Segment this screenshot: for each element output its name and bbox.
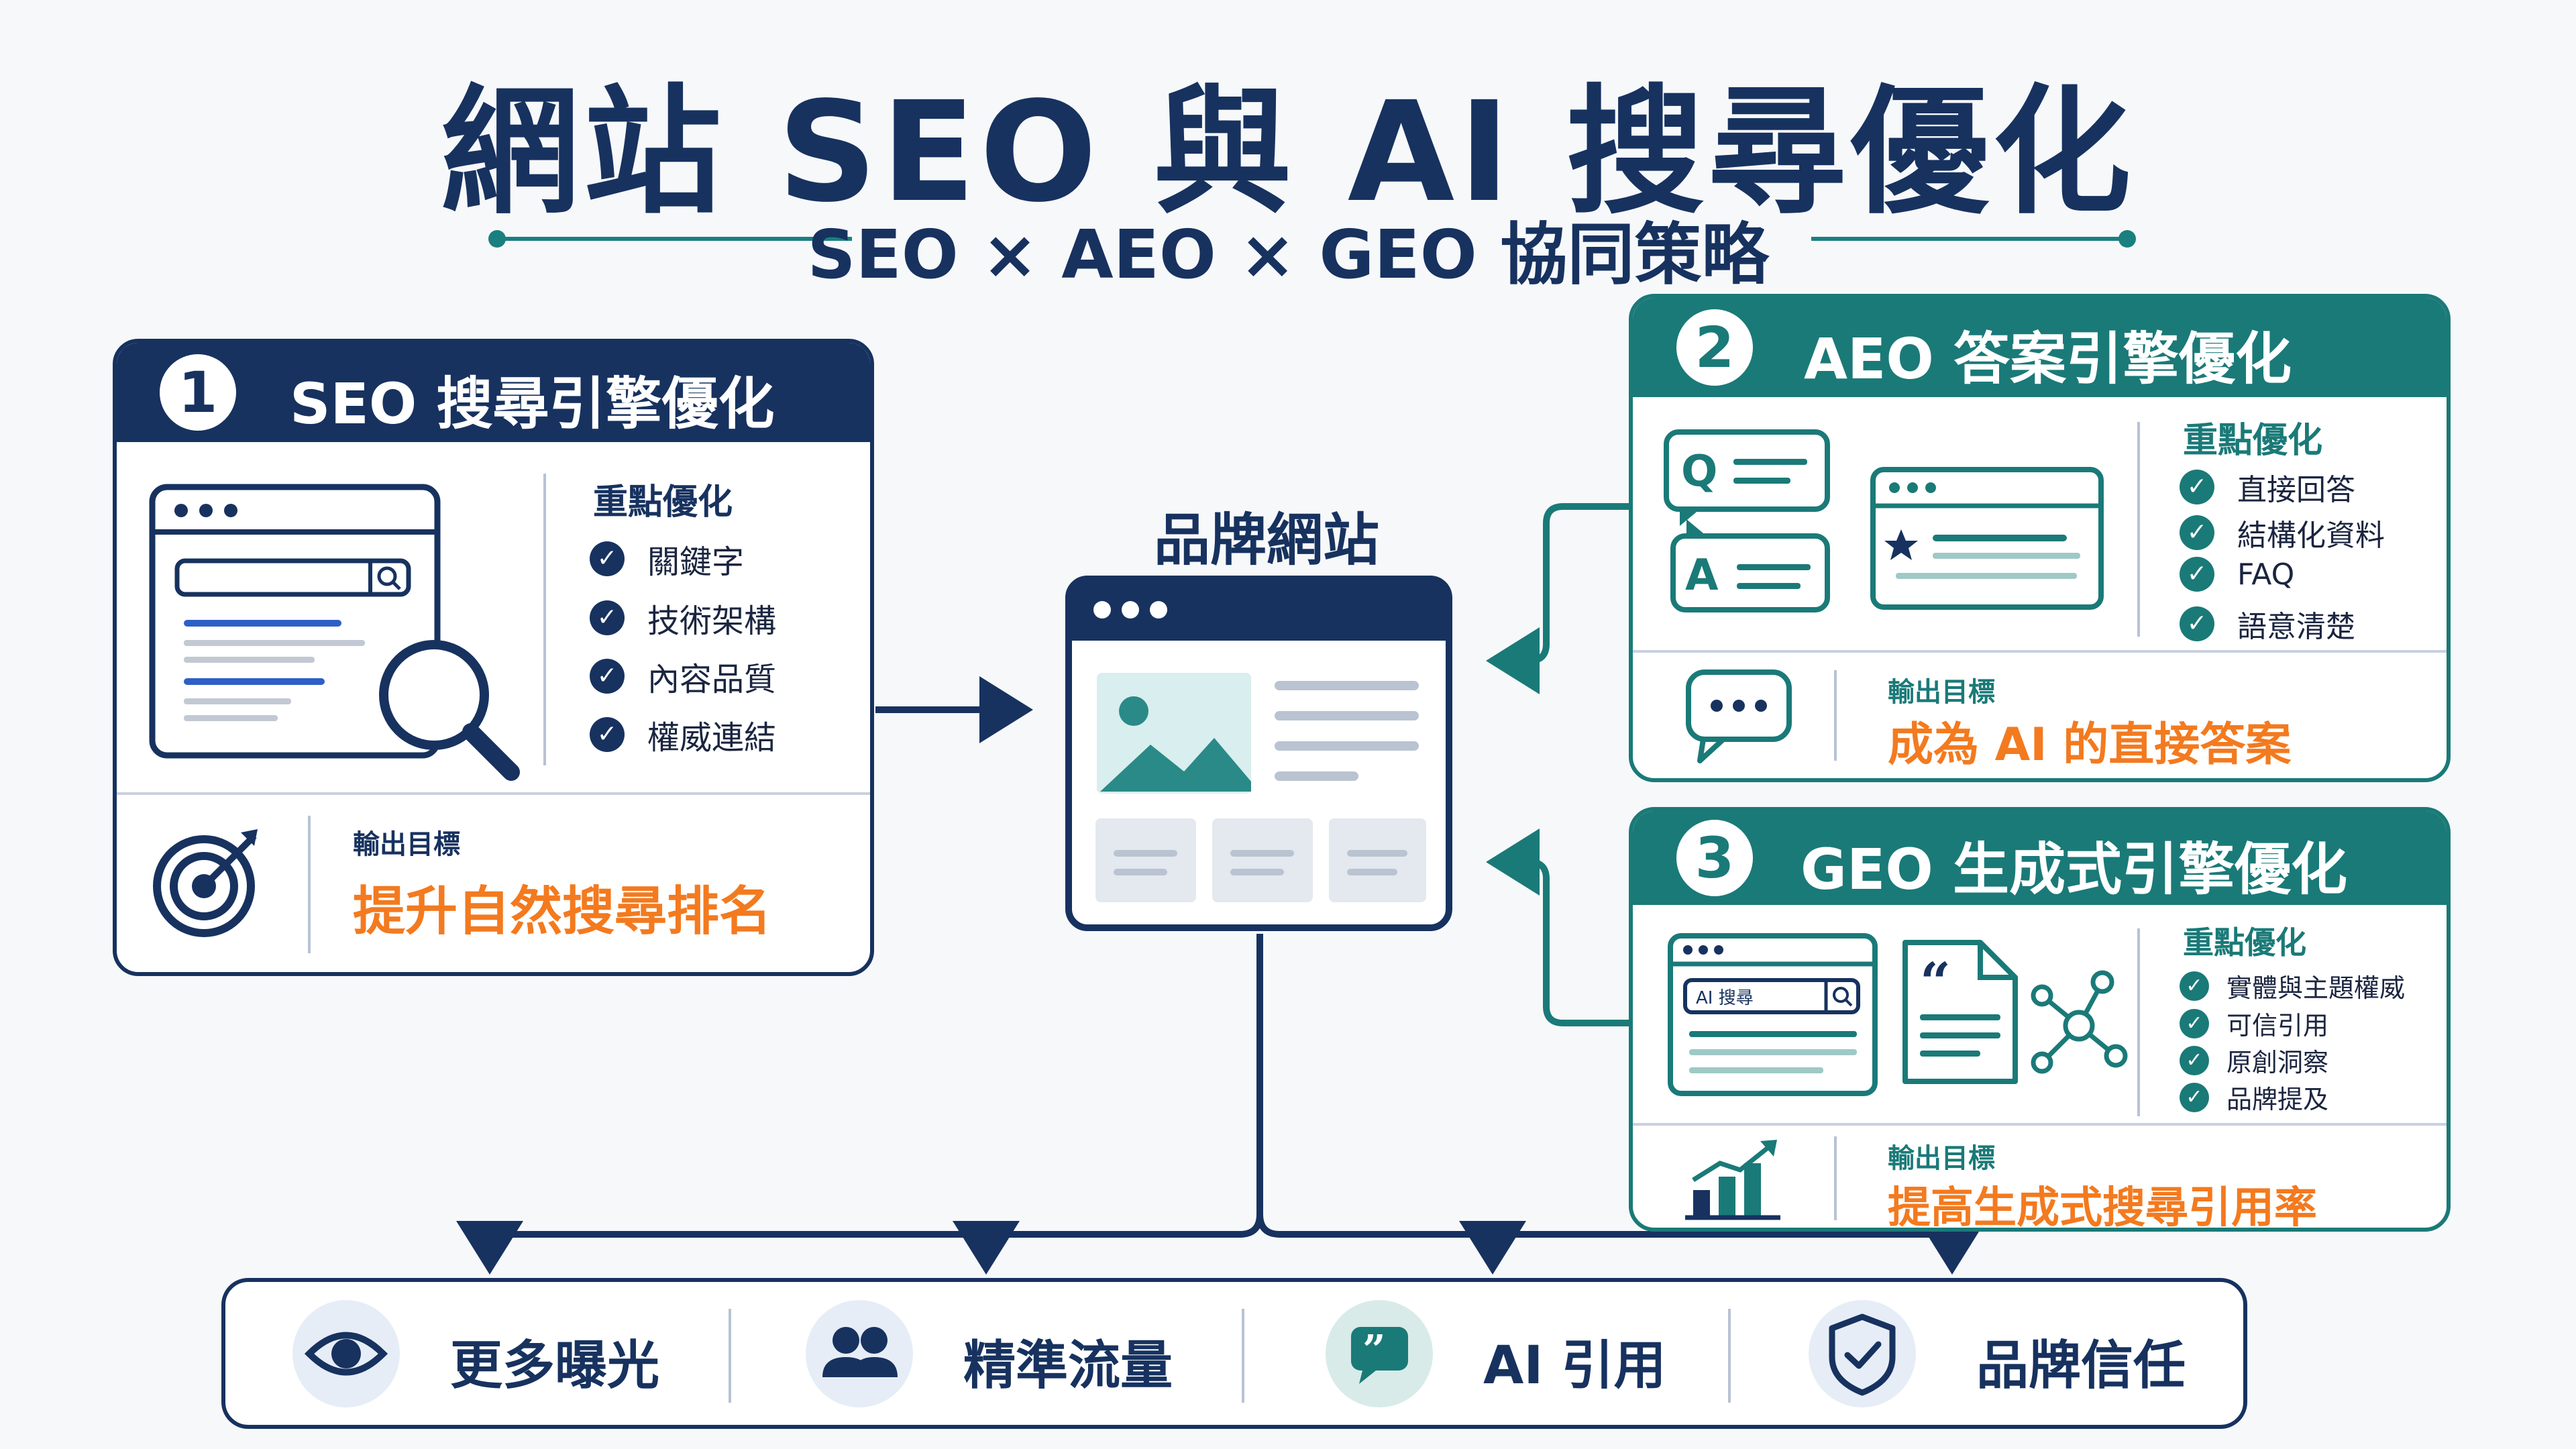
svg-text:”: ” (1362, 1327, 1386, 1374)
aeo-focus-title: 重點優化 (2183, 421, 2323, 461)
benefit-divider (729, 1309, 731, 1403)
seo-focus-title: 重點優化 (593, 482, 733, 523)
geo-step-number: 3 (1676, 820, 1753, 896)
check-icon: ✓ (2180, 1045, 2209, 1075)
seo-card: 1 SEO 搜尋引擎優化 重點優化 ✓關鍵字 ✓技術架構 ✓內容品質 ✓權威連結… (113, 339, 874, 976)
subtitle-left-line (496, 237, 852, 241)
seo-output-value: 提升自然搜尋排名 (353, 881, 772, 942)
seo-card-header: 1 SEO 搜尋引擎優化 (117, 343, 870, 442)
check-icon: ✓ (590, 659, 625, 694)
benefit-exposure-label: 更多曝光 (450, 1336, 660, 1396)
seo-focus-item: ✓內容品質 (590, 653, 776, 700)
geo-focus-item: ✓可信引用 (2180, 1005, 2328, 1042)
check-icon: ✓ (2180, 606, 2214, 641)
quote-chat-icon: ” (1326, 1300, 1433, 1407)
shield-check-icon (1809, 1300, 1916, 1407)
geo-output-label: 輸出目標 (1888, 1143, 1995, 1174)
svg-text:Q: Q (1681, 447, 1717, 496)
check-icon: ✓ (2180, 1082, 2209, 1112)
aeo-focus-item: ✓結構化資料 (2180, 511, 2385, 554)
geo-card-title: GEO 生成式引擎優化 (1801, 837, 2347, 902)
aeo-card: 2 AEO 答案引擎優化 Q A 重點優化 ✓直接回答 ✓結構化資料 ✓FAQ … (1629, 294, 2451, 782)
site-to-exposure-line (456, 934, 1263, 1275)
geo-focus-item: ✓品牌提及 (2180, 1079, 2328, 1116)
seo-focus-item: ✓權威連結 (590, 711, 776, 758)
check-icon: ✓ (590, 541, 625, 576)
aeo-step-number: 2 (1676, 309, 1753, 386)
users-icon (806, 1300, 913, 1407)
aeo-card-header: 2 AEO 答案引擎優化 (1633, 298, 2447, 397)
geo-divider (2137, 928, 2140, 1116)
svg-text:AI 搜尋: AI 搜尋 (1696, 988, 1754, 1008)
benefit-trust-label: 品牌信任 (1976, 1336, 2186, 1396)
growth-chart-icon (1685, 1140, 1780, 1220)
geo-card: 3 GEO 生成式引擎優化 AI 搜尋 “ 重點優化 ✓實體與主題權威 ✓可信引… (1629, 807, 2451, 1232)
check-icon: ✓ (2180, 515, 2214, 550)
aeo-output-value: 成為 AI 的直接答案 (1888, 718, 2292, 771)
geo-output-separator (1633, 1123, 2447, 1126)
structured-card-icon (1870, 467, 2104, 610)
magnifier-icon (379, 640, 520, 781)
benefit-traffic-label: 精準流量 (963, 1336, 1173, 1396)
page-subtitle: SEO × AEO × GEO 協同策略 (807, 215, 1769, 294)
site-to-trust-line (1256, 1214, 1986, 1275)
svg-text:“: “ (1920, 951, 1951, 1014)
quote-document-icon: “ (1902, 940, 2018, 1084)
seo-output-label: 輸出目標 (353, 829, 460, 860)
check-icon: ✓ (590, 600, 625, 635)
benefits-bar: 更多曝光 精準流量 ” AI 引用 品牌信任 (221, 1278, 2247, 1429)
aeo-to-site-arrow (1486, 503, 1630, 694)
seo-focus-item: ✓技術架構 (590, 594, 776, 641)
seo-output-divider (308, 816, 311, 953)
geo-card-header: 3 GEO 生成式引擎優化 (1633, 811, 2447, 905)
aeo-focus-item: ✓直接回答 (2180, 466, 2355, 508)
aeo-output-divider (1834, 670, 1837, 761)
ai-search-browser-icon: AI 搜尋 (1668, 933, 1878, 1096)
geo-focus-title: 重點優化 (2183, 924, 2306, 961)
geo-output-divider (1834, 1136, 1837, 1220)
brand-website-icon (1065, 576, 1452, 931)
benefit-divider (1242, 1309, 1244, 1403)
seo-focus-item: ✓關鍵字 (590, 535, 744, 582)
geo-output-value: 提高生成式搜尋引用率 (1888, 1183, 2317, 1232)
aeo-card-title: AEO 答案引擎優化 (1804, 326, 2292, 392)
seo-output-separator (117, 792, 870, 795)
network-icon (2031, 970, 2128, 1074)
benefit-ai-citation-label: AI 引用 (1483, 1336, 1666, 1396)
subtitle-right-line (1811, 237, 2127, 241)
geo-to-site-arrow (1486, 828, 1630, 1026)
check-icon: ✓ (590, 717, 625, 752)
seo-step-number: 1 (160, 354, 236, 431)
aeo-output-label: 輸出目標 (1888, 677, 1995, 708)
browser-search-icon (149, 484, 441, 759)
geo-focus-item: ✓原創洞察 (2180, 1042, 2328, 1079)
aeo-focus-item: ✓語意清楚 (2180, 602, 2355, 645)
aeo-focus-item: ✓FAQ (2180, 557, 2294, 592)
subtitle-right-dot (2118, 230, 2136, 248)
svg-text:A: A (1685, 551, 1719, 600)
target-icon (153, 829, 258, 937)
seo-divider (543, 474, 546, 765)
eye-icon (292, 1300, 400, 1407)
page-title: 網站 SEO 與 AI 搜尋優化 (441, 72, 2135, 233)
check-icon: ✓ (2180, 971, 2209, 1001)
check-icon: ✓ (2180, 470, 2214, 504)
chat-bubble-icon (1686, 669, 1792, 763)
check-icon: ✓ (2180, 557, 2214, 592)
qa-bubble-icon: Q A (1664, 429, 1830, 612)
brand-website-label: 品牌網站 (1154, 507, 1380, 573)
seo-card-title: SEO 搜尋引擎優化 (290, 371, 775, 437)
benefit-divider (1728, 1309, 1731, 1403)
geo-focus-item: ✓實體與主題權威 (2180, 967, 2405, 1004)
aeo-divider (2137, 422, 2140, 637)
check-icon: ✓ (2180, 1008, 2209, 1038)
aeo-output-separator (1633, 650, 2447, 653)
